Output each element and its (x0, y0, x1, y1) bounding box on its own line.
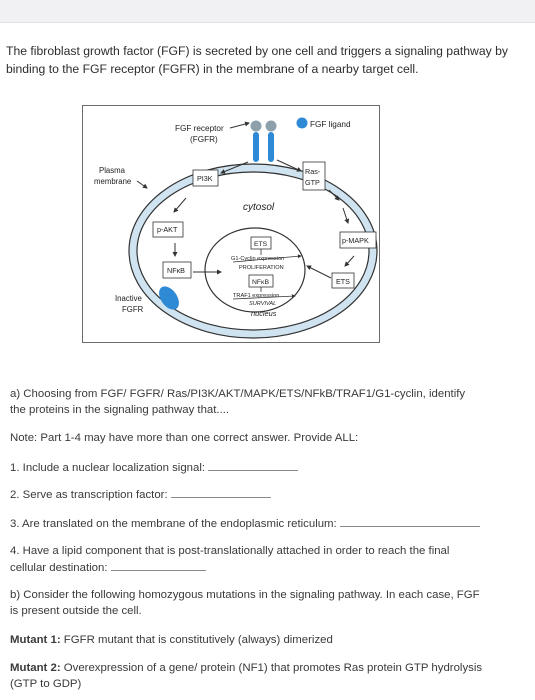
pi3k-box (192, 169, 219, 187)
question-4-text: cellular destination: (10, 562, 108, 574)
question-2: 2. Serve as transcription factor: (10, 486, 271, 503)
ras-down-arrow-2 (342, 207, 350, 224)
ras-down-arrow-1 (328, 189, 340, 201)
part-a-line1: a) Choosing from FGF/ FGFR/ Ras/PI3K/AKT… (10, 388, 466, 400)
inactive-label: Inactive (115, 294, 142, 303)
question-4-line2: cellular destination: (10, 559, 206, 576)
question-3-blank[interactable] (339, 515, 480, 527)
signaling-diagram: FGF ligand FGF receptor (FGFR) Plasma me… (82, 105, 380, 343)
pmapk-label: p-MAPK (342, 236, 369, 245)
g1-arrow (232, 254, 302, 263)
pakt-box (152, 221, 184, 238)
question-2-text: 2. Serve as transcription factor: (10, 489, 168, 501)
pmapk-box (339, 231, 377, 249)
diagram-svg: FGF ligand FGF receptor (FGFR) Plasma me… (94, 117, 378, 339)
nfkb-nucleus-label: NFκB (252, 279, 269, 286)
note-text: Note: Part 1-4 may have more than one co… (10, 432, 359, 444)
question-1-blank[interactable] (208, 459, 299, 471)
fgf-receptor-label: FGF receptor (175, 124, 224, 133)
ets-cytosol-label: ETS (336, 277, 350, 286)
proliferation-label: PROLIFERATION (239, 265, 284, 271)
question-1-text: 1. Include a nuclear localization signal… (10, 462, 206, 474)
gtp-label: GTP (305, 178, 320, 187)
pi3k-to-pakt-arrow (173, 197, 187, 213)
part-b-line2: is present outside the cell. (10, 605, 142, 617)
part-a-line2: the proteins in the signaling pathway th… (10, 404, 230, 416)
question-3-text: 3. Are translated on the membrane of the… (10, 518, 337, 530)
traf1-arrow (232, 294, 296, 300)
ets-nucleus-label: ETS (254, 241, 268, 248)
ras-gtp-box (302, 161, 326, 191)
mutant-2-line2: (GTP to GDP) (10, 678, 82, 690)
mutant-2: Mutant 2: Overexpression of a gene/ prot… (10, 660, 482, 676)
pmapk-to-ets-arrow (344, 255, 355, 267)
mutant-2-label: Mutant 2: (10, 662, 61, 674)
pakt-label: p-AKT (157, 225, 178, 234)
receptor-arrow (229, 121, 250, 129)
inactive-fgfr-label: FGFR (122, 305, 144, 314)
question-3: 3. Are translated on the membrane of the… (10, 515, 480, 532)
intro-paragraph: The fibroblast growth factor (FGF) is se… (6, 44, 508, 76)
nfkb-cytosol-box (162, 261, 192, 279)
mutant-1: Mutant 1: FGFR mutant that is constituti… (10, 632, 333, 648)
receptor-to-ras-arrow (276, 159, 302, 172)
mutant-1-label: Mutant 1: (10, 634, 61, 646)
mutant-2-text: Overexpression of a gene/ protein (NF1) … (60, 662, 483, 674)
fgf-ligand-label: FGF ligand (310, 120, 351, 129)
question-4-blank[interactable] (110, 559, 206, 571)
nucleus-label: nucleus (251, 309, 277, 318)
question-4-line1: 4. Have a lipid component that is post-t… (10, 545, 450, 557)
question-1: 1. Include a nuclear localization signal… (10, 459, 299, 476)
pi3k-label: PI3K (197, 174, 213, 183)
inactive-fgfr-icon (159, 286, 179, 310)
ets-cytosol-box (331, 272, 355, 289)
fgfr-abbrev-label: (FGFR) (190, 135, 218, 144)
receptor-to-pi3k-arrow (220, 161, 249, 174)
question-2-blank[interactable] (170, 486, 271, 498)
mutant-1-text: FGFR mutant that is constitutively (alwa… (60, 634, 333, 646)
membrane-label: membrane (94, 177, 131, 186)
ets-into-nucleus-arrow (306, 265, 332, 279)
survival-label: SURVIVAL (249, 301, 276, 307)
fgf-ligand-icon (296, 117, 308, 129)
nucleus (204, 227, 306, 313)
membrane-arrow (136, 180, 148, 189)
part-b-line1: b) Consider the following homozygous mut… (10, 589, 480, 601)
plasma-label: Plasma (99, 166, 126, 175)
traf1-label: TRAF1 expression (233, 293, 279, 299)
cytosol-label: cytosol (243, 202, 275, 213)
ras-label: Ras- (305, 167, 321, 176)
top-bar (0, 0, 535, 23)
fgf-receptor-icon (250, 120, 277, 162)
g1-cyclin-label: G1-Cyclin expression (231, 256, 284, 262)
nfkb-cytosol-label: NFκB (167, 266, 185, 275)
